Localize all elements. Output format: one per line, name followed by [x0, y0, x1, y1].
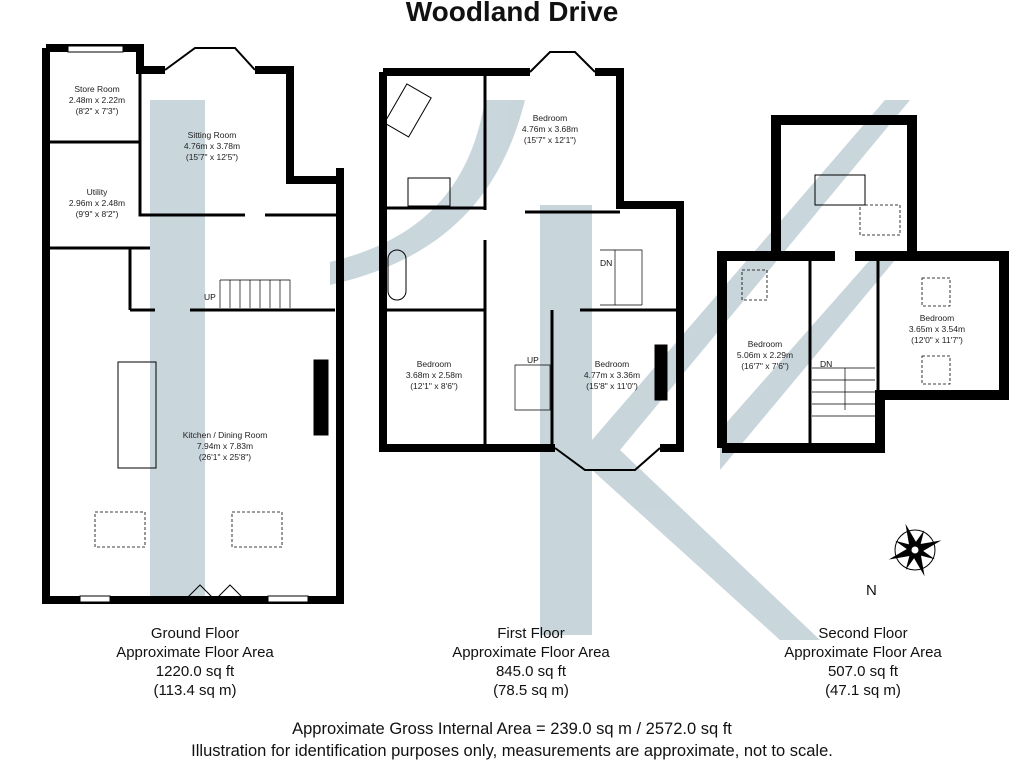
room-imperial: (8'2" x 7'3")	[75, 106, 119, 116]
room-name: Bedroom	[594, 359, 630, 369]
page-title: Woodland Drive	[405, 0, 619, 27]
room-name: Kitchen / Dining Room	[182, 430, 268, 440]
room-imperial: (12'0" x 11'7")	[911, 335, 963, 345]
room-imperial: (26'1" x 25'8")	[198, 452, 252, 462]
ground-floor-plan	[42, 44, 344, 604]
room-metric: 4.76m x 3.78m	[183, 141, 241, 151]
stairs-down-label: DN	[600, 258, 613, 268]
room-bedroom-2: Bedroom 3.68m x 2.58m (12'1" x 8'6")	[369, 359, 499, 392]
second-floor-plan	[717, 115, 1009, 453]
room-imperial: (15'7" x 12'5")	[185, 152, 239, 162]
room-store-room: Store Room 2.48m x 2.22m (8'2" x 7'3")	[32, 84, 162, 117]
room-name: Bedroom	[416, 359, 452, 369]
floor-area-label: Approximate Floor Area	[452, 644, 610, 661]
room-bedroom-5: Bedroom 3.65m x 3.54m (12'0" x 11'7")	[872, 313, 1002, 346]
floor-name: Second Floor	[818, 625, 908, 642]
room-imperial: (15'8" x 11'0")	[586, 381, 638, 391]
room-name: Bedroom	[919, 313, 955, 323]
room-imperial: (16'7" x 7'6")	[741, 361, 789, 371]
room-imperial: (9'9" x 8'2")	[75, 209, 119, 219]
room-bedroom-4: Bedroom 5.06m x 2.29m (16'7" x 7'6")	[700, 339, 830, 372]
room-bedroom-1: Bedroom 4.76m x 3.68m (15'7" x 12'1")	[485, 113, 615, 146]
room-metric: 5.06m x 2.29m	[736, 350, 794, 360]
room-metric: 2.48m x 2.22m	[68, 95, 126, 105]
floor-name: First Floor	[497, 625, 565, 642]
floor-area-label: Approximate Floor Area	[784, 644, 942, 661]
footer: Approximate Gross Internal Area = 239.0 …	[0, 718, 1024, 762]
first-floor-summary: First Floor Approximate Floor Area 845.0…	[411, 624, 651, 700]
room-bedroom-3: Bedroom 4.77m x 3.36m (15'8" x 11'0")	[547, 359, 677, 392]
compass-rose-icon	[888, 523, 942, 577]
room-metric: 4.77m x 3.36m	[583, 370, 641, 380]
room-metric: 3.68m x 2.58m	[405, 370, 463, 380]
floor-sqm: (113.4 sq m)	[153, 682, 237, 699]
floor-area-label: Approximate Floor Area	[116, 644, 274, 661]
compass-north-label: N	[866, 582, 877, 599]
room-sitting-room: Sitting Room 4.76m x 3.78m (15'7" x 12'5…	[147, 130, 277, 163]
floor-sqft: 845.0 sq ft	[495, 663, 567, 680]
room-name: Bedroom	[532, 113, 568, 123]
second-floor-summary: Second Floor Approximate Floor Area 507.…	[743, 624, 983, 700]
stairs-up-label: UP	[527, 355, 539, 365]
ground-floor-summary: Ground Floor Approximate Floor Area 1220…	[75, 624, 315, 700]
room-metric: 2.96m x 2.48m	[68, 198, 126, 208]
watermark-logo	[150, 100, 910, 640]
stairs-up-label: UP	[204, 292, 216, 302]
floor-sqm: (47.1 sq m)	[825, 682, 901, 699]
gross-area-text: Approximate Gross Internal Area = 239.0 …	[292, 720, 732, 738]
room-name: Bedroom	[747, 339, 783, 349]
room-name: Utility	[86, 187, 108, 197]
room-metric: 3.65m x 3.54m	[908, 324, 966, 334]
first-floor-plan	[379, 51, 684, 471]
room-imperial: (15'7" x 12'1")	[523, 135, 577, 145]
room-metric: 4.76m x 3.68m	[521, 124, 579, 134]
floor-name: Ground Floor	[150, 625, 240, 642]
disclaimer-text: Illustration for identification purposes…	[191, 742, 833, 760]
floor-sqft: 507.0 sq ft	[827, 663, 899, 680]
floor-sqm: (78.5 sq m)	[493, 682, 569, 699]
stairs-down-label: DN	[820, 359, 833, 369]
room-name: Store Room	[74, 84, 120, 94]
floor-sqft: 1220.0 sq ft	[155, 663, 235, 680]
room-imperial: (12'1" x 8'6")	[410, 381, 458, 391]
room-kitchen-dining: Kitchen / Dining Room 7.94m x 7.83m (26'…	[160, 430, 290, 463]
room-name: Sitting Room	[187, 130, 237, 140]
room-metric: 7.94m x 7.83m	[196, 441, 254, 451]
room-utility: Utility 2.96m x 2.48m (9'9" x 8'2")	[32, 187, 162, 220]
